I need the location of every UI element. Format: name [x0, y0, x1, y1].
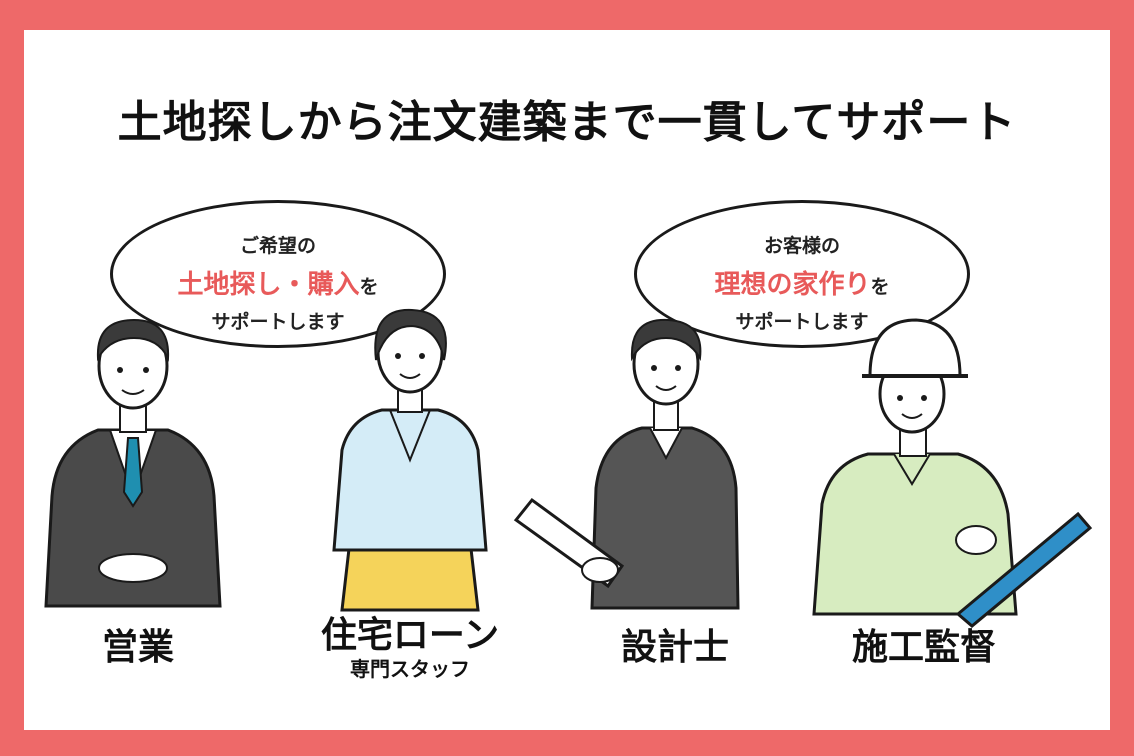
bubble-line2: 理想の家作りを: [637, 264, 967, 301]
salesman-illustration: [44, 318, 222, 608]
bubble-line2: 土地探し・購入を: [113, 264, 443, 301]
loan-staff-illustration: [332, 308, 488, 612]
role-supervisor: 施工監督: [824, 628, 1024, 668]
role-loan-staff: 住宅ローン 専門スタッフ: [310, 616, 510, 682]
panel: 土地探しから注文建築まで一貫してサポート ご希望の 土地探し・購入を サポートし…: [24, 30, 1110, 730]
bubble-line3: サポートします: [211, 311, 345, 333]
bubble-highlight: 土地探し・購入: [177, 270, 360, 300]
speech-bubble-house: お客様の 理想の家作りを サポートします: [634, 200, 970, 348]
role-architect: 設計士: [590, 628, 760, 668]
bubble-suffix: を: [870, 276, 890, 298]
role-name: 住宅ローン: [320, 615, 500, 656]
site-supervisor-illustration: [812, 318, 1093, 628]
role-sub: 専門スタッフ: [350, 657, 470, 681]
page-title: 土地探しから注文建築まで一貫してサポート: [117, 97, 1017, 148]
bubble-suffix: を: [359, 276, 379, 298]
architect-illustration: [513, 318, 740, 610]
role-name: 施工監督: [851, 627, 996, 668]
bubble-line3: サポートします: [735, 311, 869, 333]
role-name: 設計士: [620, 627, 729, 668]
role-sales: 営業: [68, 628, 208, 668]
bubble-line1: お客様の: [763, 235, 840, 257]
role-name: 営業: [101, 627, 174, 668]
speech-bubble-land: ご希望の 土地探し・購入を サポートします: [110, 200, 446, 348]
bubble-line1: ご希望の: [239, 235, 316, 257]
bubble-highlight: 理想の家作り: [714, 270, 871, 300]
